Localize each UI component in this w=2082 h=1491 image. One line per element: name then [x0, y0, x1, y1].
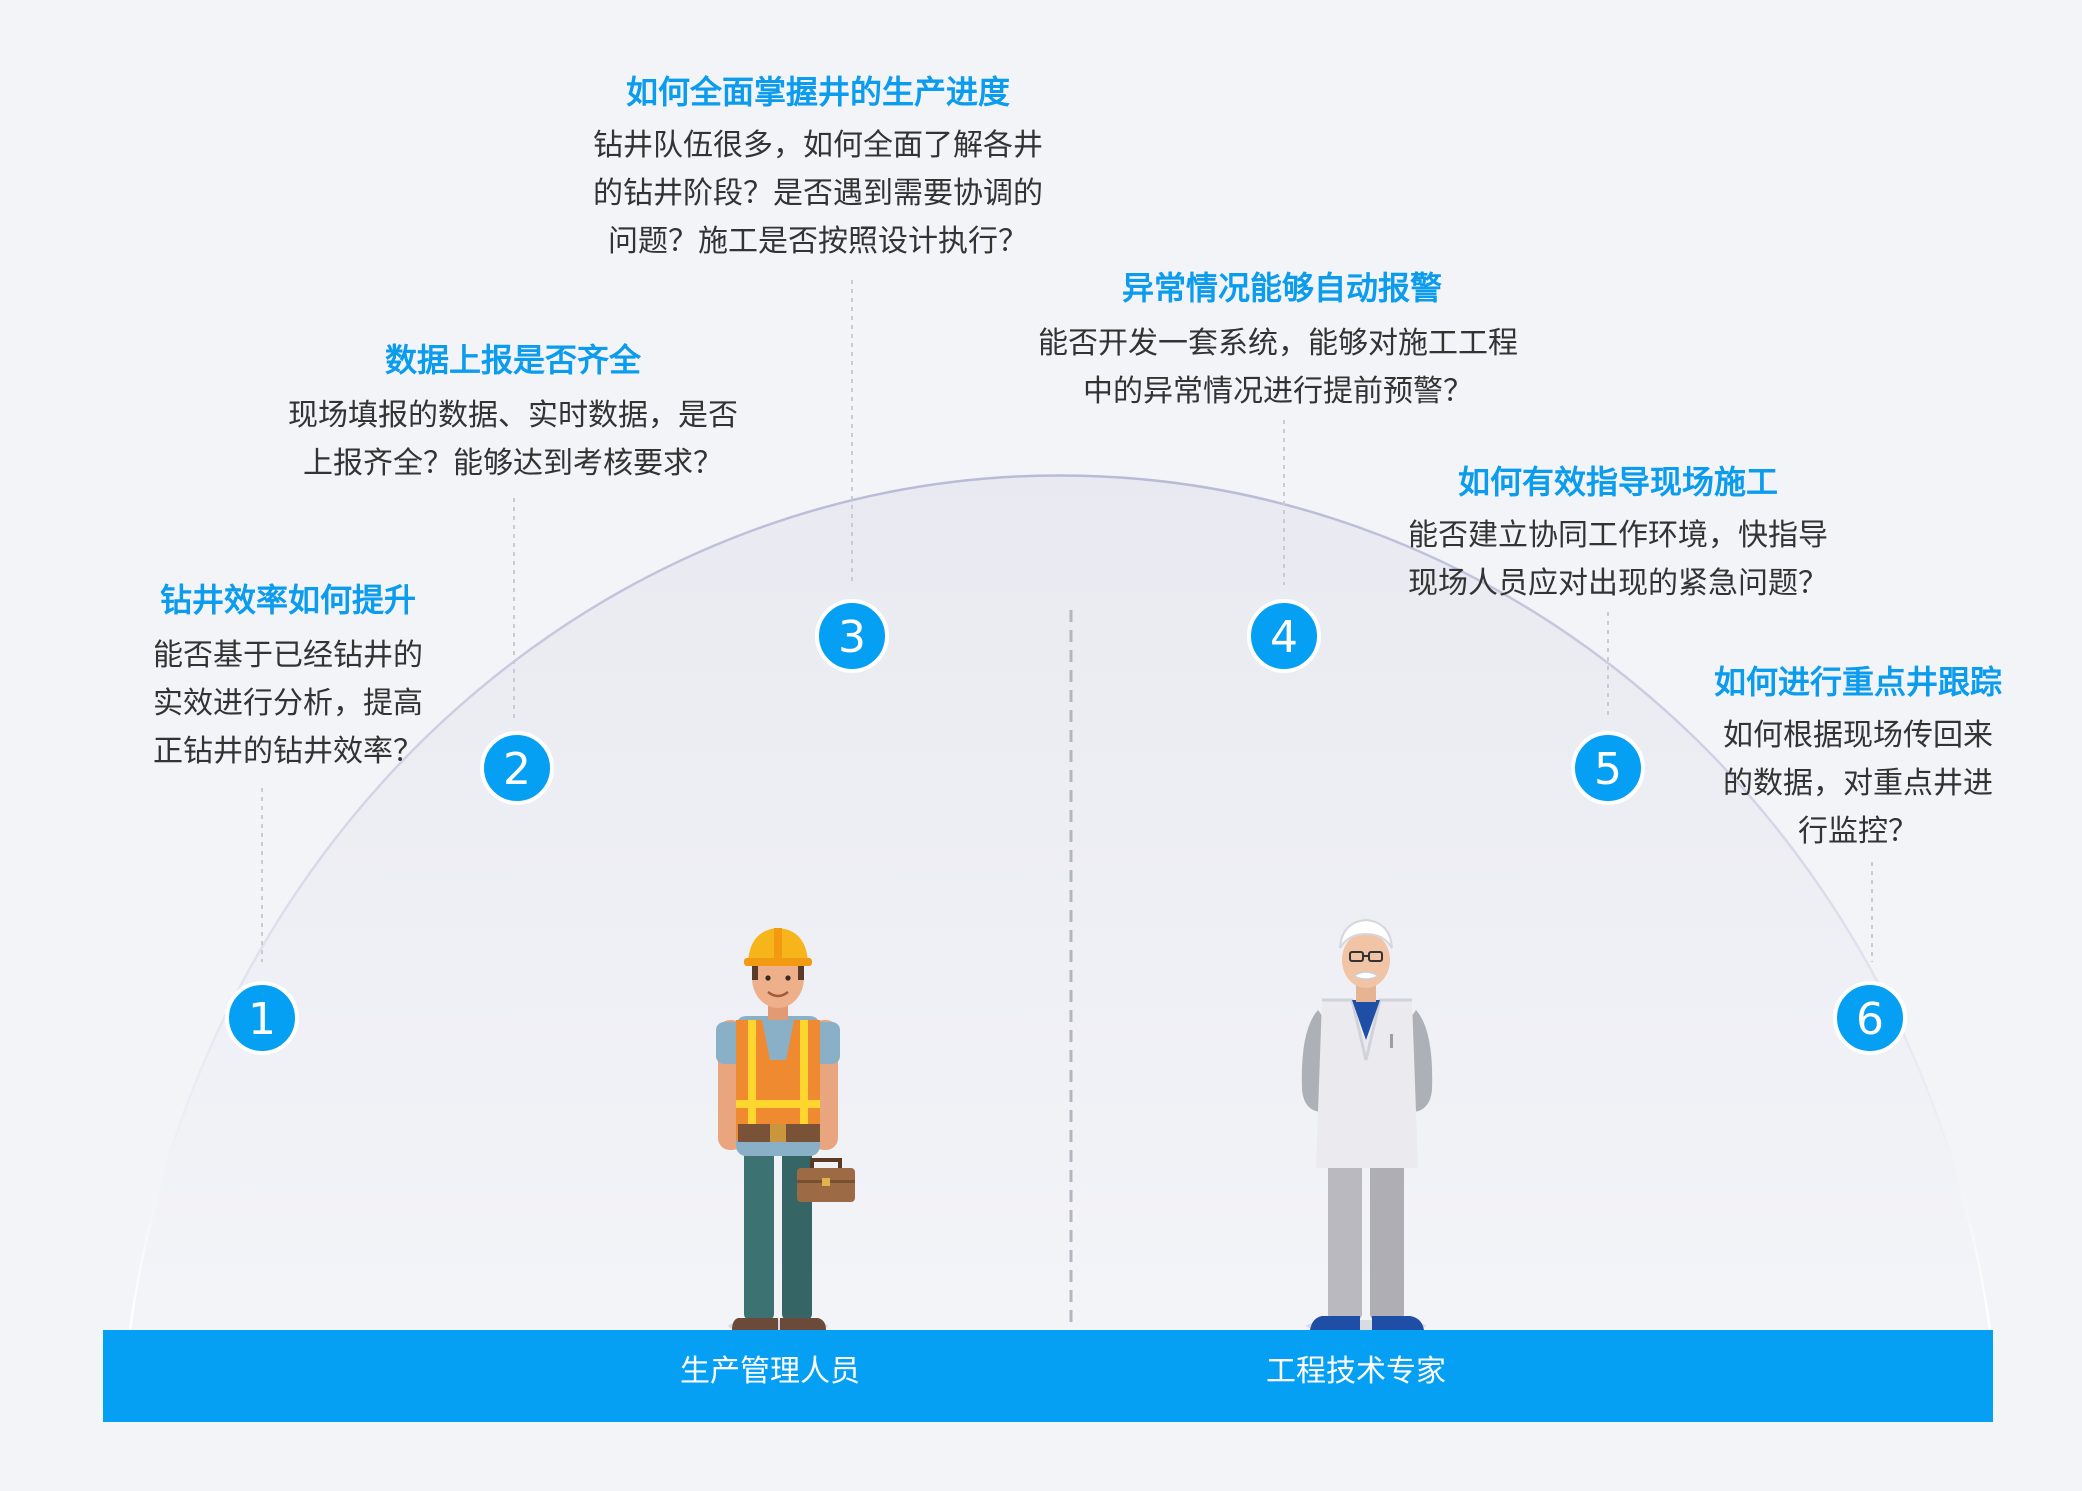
badge-number: 2 — [503, 744, 531, 795]
badge-number: 6 — [1856, 994, 1884, 1045]
role-label-left: 生产管理人员 — [680, 1354, 860, 1389]
issue-4-description: 能否开发一套系统，能够对施工工程 中的异常情况进行提前预警？ — [1038, 326, 1518, 409]
issue-3-title: 如何全面掌握井的生产进度 — [625, 73, 1010, 111]
dome-fill — [130, 475, 1990, 1330]
construction-worker-illustration — [716, 928, 855, 1332]
role-label-right: 工程技术专家 — [1266, 1354, 1446, 1389]
issue-1-description: 能否基于已经钻井的 实效进行分析，提高 正钻井的钻井效率？ — [153, 638, 423, 769]
engineer-scientist-illustration — [1301, 918, 1433, 1332]
badge-4: 4 — [1247, 599, 1321, 673]
issue-2-description: 现场填报的数据、实时数据，是否 上报齐全？能够达到考核要求？ — [288, 398, 738, 481]
role-bar — [103, 1330, 1993, 1422]
dome-arc — [128, 474, 1992, 1331]
badge-number: 4 — [1270, 612, 1298, 663]
badge-1: 1 — [225, 981, 299, 1055]
issue-2-title: 数据上报是否齐全 — [384, 341, 641, 379]
badge-3: 3 — [815, 599, 889, 673]
issue-4-title: 异常情况能够自动报警 — [1121, 269, 1442, 307]
issue-5-description: 能否建立协同工作环境，快指导 现场人员应对出现的紧急问题？ — [1408, 518, 1828, 601]
badge-number: 1 — [248, 994, 276, 1045]
issue-5-title: 如何有效指导现场施工 — [1457, 463, 1778, 501]
issue-1-title: 钻井效率如何提升 — [159, 581, 416, 619]
badge-5: 5 — [1571, 731, 1645, 805]
issue-3-description: 钻井队伍很多，如何全面了解各井 的钻井阶段？是否遇到需要协调的 问题？施工是否按… — [593, 128, 1043, 259]
badge-number: 5 — [1594, 744, 1622, 795]
issue-6-description: 如何根据现场传回来 的数据，对重点井进 行监控？ — [1723, 718, 1993, 849]
badge-number: 3 — [838, 612, 866, 663]
badge-2: 2 — [480, 731, 554, 805]
issue-6-title: 如何进行重点井跟踪 — [1713, 663, 2002, 701]
badge-6: 6 — [1833, 981, 1907, 1055]
